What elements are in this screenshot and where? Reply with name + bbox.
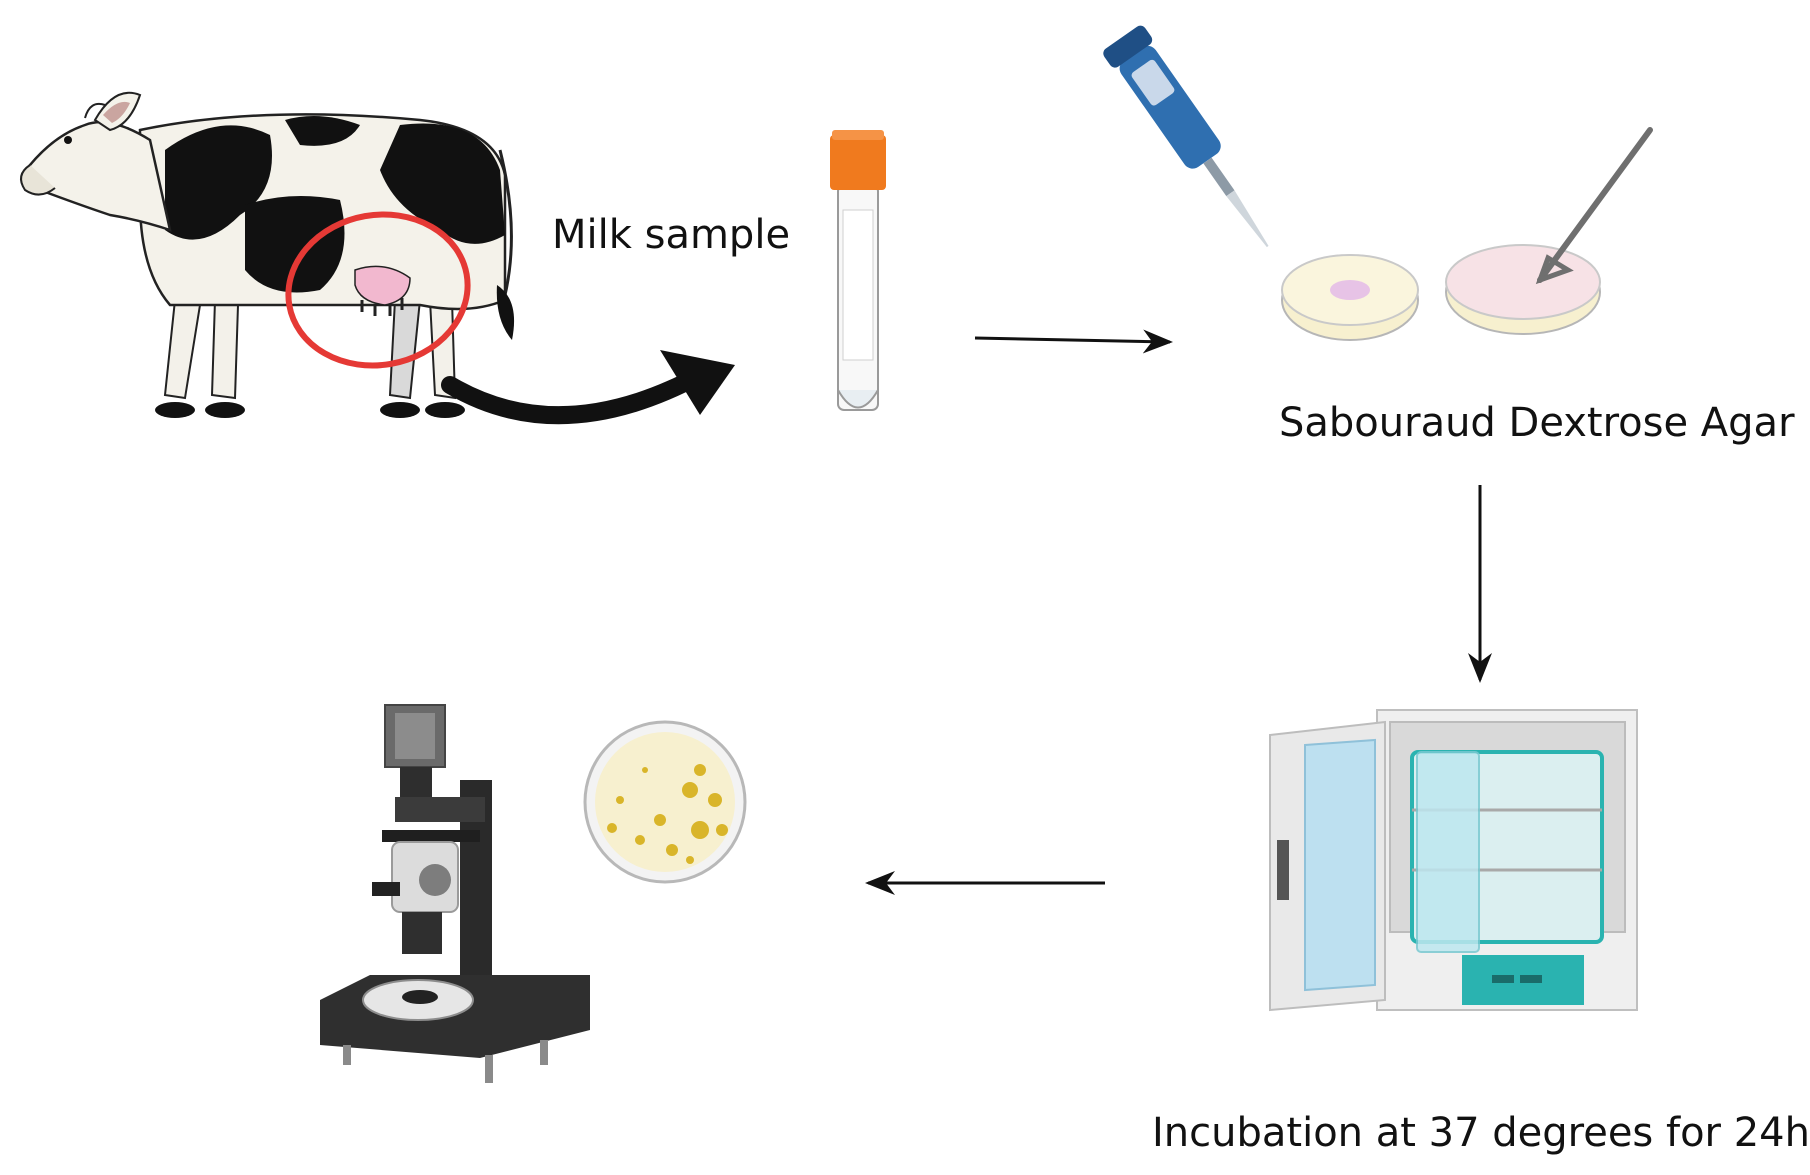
agar-label: Sabouraud Dextrose Agar	[1279, 400, 1795, 446]
colony-plate-illustration	[583, 720, 747, 884]
milk-sample-label: Milk sample	[552, 212, 791, 258]
microscope-illustration	[320, 704, 590, 1083]
incubation-label: Incubation at 37 degrees for 24h	[1152, 1110, 1810, 1156]
incubator-illustration	[1269, 709, 1638, 1012]
cow-illustration	[20, 91, 735, 425]
sample-tube	[830, 130, 886, 411]
diagram-canvas	[20, 25, 1653, 1083]
agar-plating-illustration	[1103, 25, 1653, 341]
arrow-to-agar	[974, 329, 1173, 354]
workflow-diagram: Milk sample Sabouraud Dextrose Agar Incu…	[20, 25, 1810, 1156]
